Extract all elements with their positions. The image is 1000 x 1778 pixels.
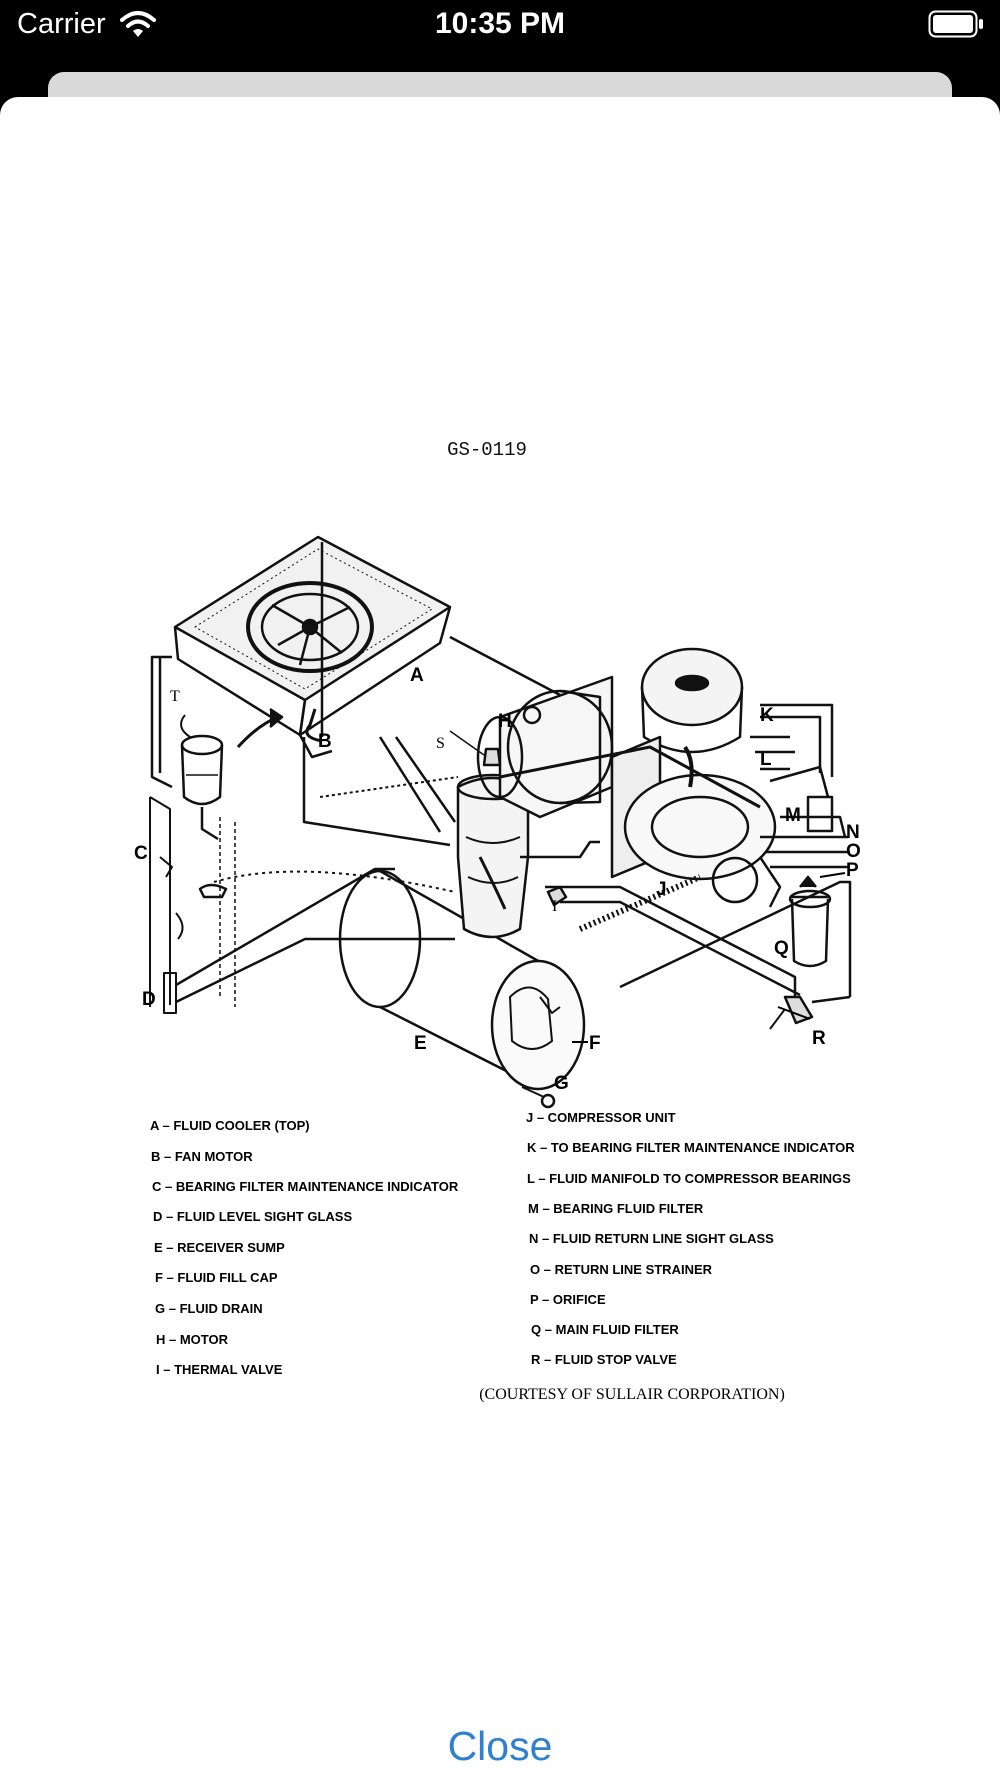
callout-j: J (656, 879, 667, 900)
callout-b: B (318, 731, 332, 752)
legend-item: J – COMPRESSOR UNIT (526, 1110, 676, 1125)
callout-t: T (170, 688, 180, 705)
callout-c: C (134, 843, 148, 864)
legend-item: A – FLUID COOLER (TOP) (150, 1118, 310, 1133)
left-panel-drawing (149, 796, 236, 1014)
callout-d: D (142, 989, 156, 1010)
legend-item: C – BEARING FILTER MAINTENANCE INDICATOR (152, 1179, 459, 1194)
wifi-icon (120, 11, 156, 37)
stop-valve-drawing (769, 995, 851, 1030)
callout-l: L (760, 749, 772, 770)
legend-item: P – ORIFICE (530, 1292, 606, 1307)
legend-item: F – FLUID FILL CAP (155, 1270, 278, 1285)
legend-item: H – MOTOR (156, 1332, 229, 1347)
callout-r: R (812, 1028, 826, 1049)
callout-k: K (760, 705, 774, 726)
legend-item: I – THERMAL VALVE (156, 1362, 283, 1377)
legend-item: O – RETURN LINE STRAINER (530, 1262, 713, 1277)
legend-item: B – FAN MOTOR (151, 1149, 253, 1164)
manifold-drawing (750, 703, 847, 838)
separator-drawing (449, 730, 530, 939)
main-filter-drawing (788, 875, 832, 968)
legend-item: M – BEARING FLUID FILTER (528, 1201, 704, 1216)
callout-a: A (410, 665, 424, 686)
callout-m: M (785, 805, 801, 826)
fluid-cooler-drawing (173, 535, 452, 759)
legend-item: K – TO BEARING FILTER MAINTENANCE INDICA… (527, 1140, 855, 1155)
clock: 10:35 PM (434, 7, 566, 40)
image-viewer-sheet: GS-0119 (0, 97, 1000, 1778)
compressor-schematic-figure: GS-0119 (134, 439, 861, 1403)
callout-p: P (846, 860, 859, 881)
carrier-name: Carrier (17, 8, 106, 40)
callout-q: Q (774, 938, 789, 959)
compressor-drawing (499, 647, 777, 904)
legend-left: A – FLUID COOLER (TOP) B – FAN MOTOR C –… (150, 1118, 459, 1377)
legend-item: E – RECEIVER SUMP (154, 1240, 285, 1255)
legend-item: G – FLUID DRAIN (155, 1301, 263, 1316)
legend-item: N – FLUID RETURN LINE SIGHT GLASS (529, 1231, 774, 1246)
courtesy-credit: (COURTESY OF SULLAIR CORPORATION) (479, 1386, 785, 1403)
status-bar: Carrier 10:35 PM (0, 0, 1000, 50)
receiver-sump-drawing (338, 869, 586, 1109)
callout-g: G (554, 1073, 569, 1094)
callout-n: N (846, 822, 860, 843)
legend-item: L – FLUID MANIFOLD TO COMPRESSOR BEARING… (527, 1171, 851, 1186)
callout-o: O (846, 841, 861, 862)
callout-f: F (589, 1033, 601, 1054)
filter-t-drawing (180, 734, 224, 841)
legend-item: D – FLUID LEVEL SIGHT GLASS (153, 1209, 352, 1224)
figure-id: GS-0119 (447, 439, 527, 461)
motor-drawing (476, 675, 614, 819)
legend-right: J – COMPRESSOR UNIT K – TO BEARING FILTE… (526, 1110, 855, 1367)
close-button[interactable]: Close (0, 1723, 1000, 1770)
callout-h: H (498, 711, 512, 732)
callout-s: S (436, 735, 445, 752)
battery-icon (928, 10, 983, 38)
legend-item: R – FLUID STOP VALVE (531, 1352, 677, 1367)
callout-i: I (552, 898, 557, 915)
legend-item: Q – MAIN FLUID FILTER (531, 1322, 679, 1337)
callout-e: E (414, 1033, 427, 1054)
